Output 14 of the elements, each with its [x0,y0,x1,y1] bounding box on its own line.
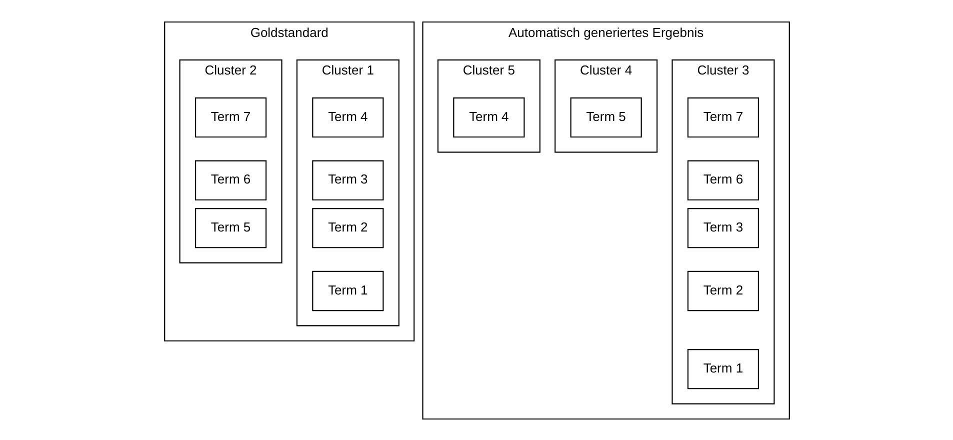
node-box: Term 4 [312,96,384,138]
node-box: Term 4 [452,96,524,138]
node-box: Term 2 [686,270,758,311]
node-box: Term 6 [194,160,266,200]
node-box: Term 3 [686,208,758,248]
node-box: Term 3 [312,160,384,200]
node-box: Term 1 [686,348,758,389]
node-box: Term 6 [686,160,758,200]
node-box: Term 2 [312,208,384,248]
node-box: Term 5 [194,208,266,248]
node-box: Term 7 [686,96,758,138]
node-box: Term 5 [570,96,642,138]
node-box: Term 1 [312,270,384,311]
node-box: Term 7 [194,96,266,138]
